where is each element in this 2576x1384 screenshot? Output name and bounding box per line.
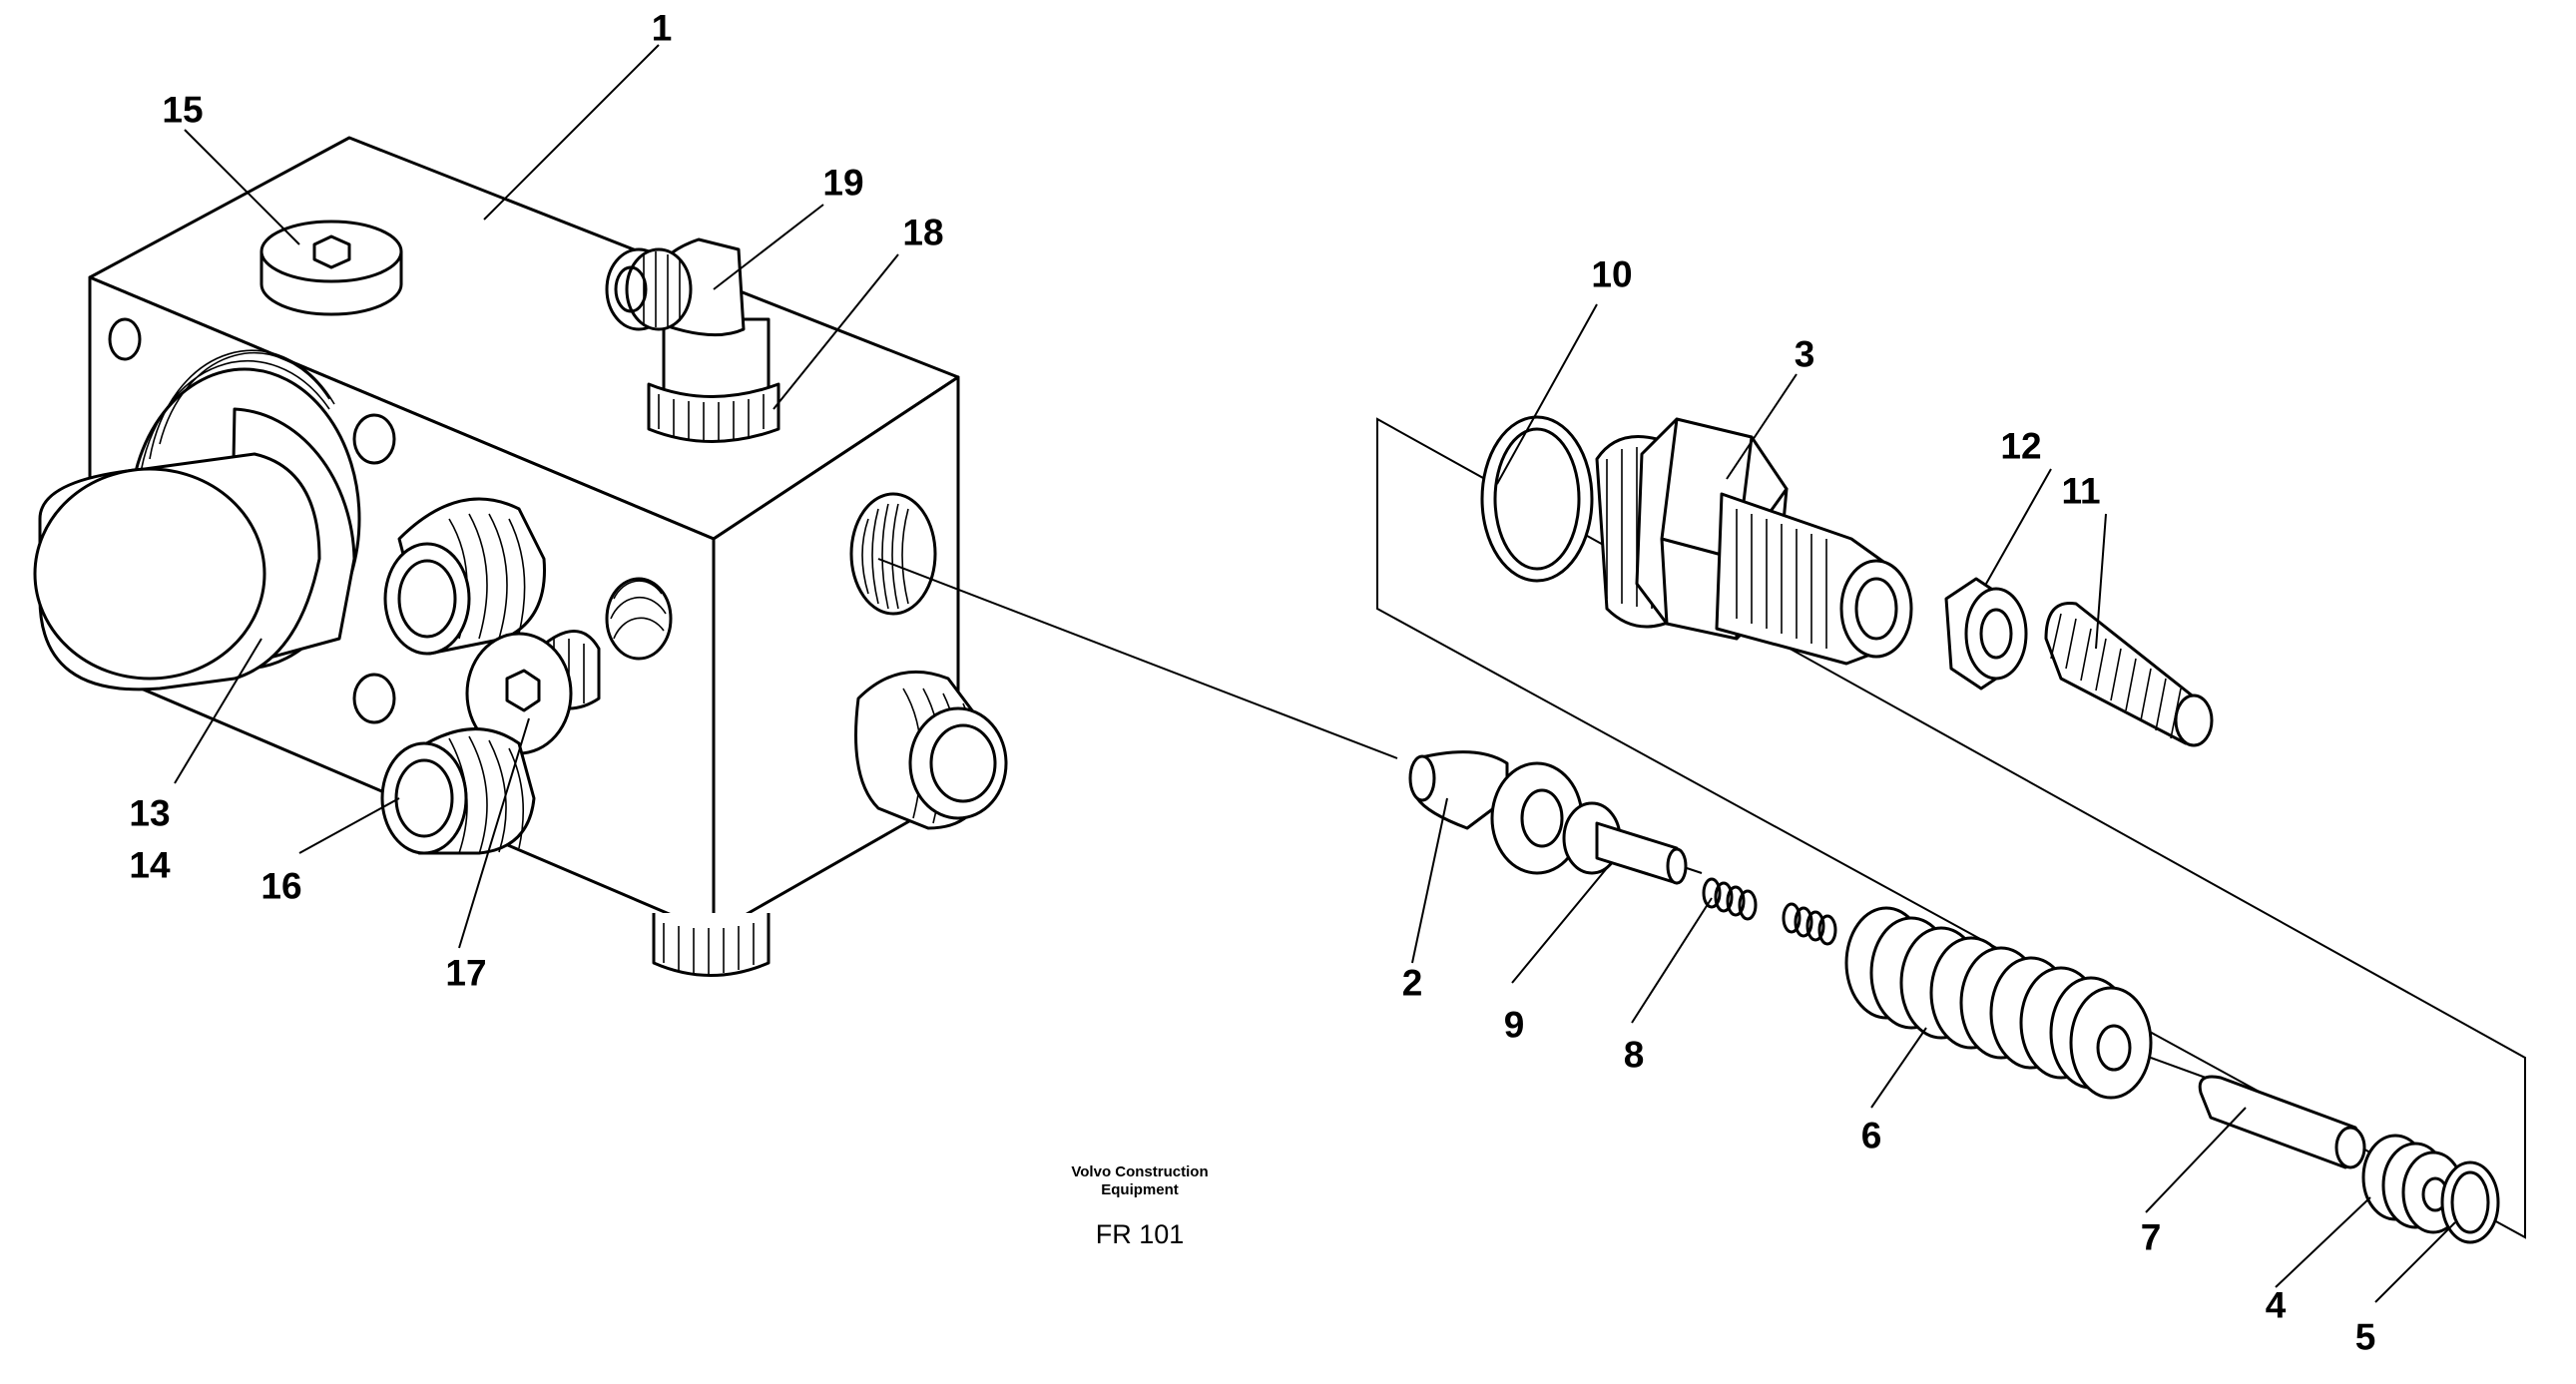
plug-15 xyxy=(259,220,403,316)
caption-line-2: Equipment xyxy=(1101,1181,1179,1198)
leader-line xyxy=(2275,1196,2371,1288)
side-port xyxy=(849,492,937,616)
bottom-fitting xyxy=(652,913,771,977)
mount-hole xyxy=(352,413,396,465)
hex-socket-icon xyxy=(505,669,541,712)
callout-15: 15 xyxy=(162,89,204,131)
leader-line xyxy=(1411,797,1448,964)
callout-14: 14 xyxy=(129,844,171,886)
callout-13: 13 xyxy=(129,792,171,834)
valve-body-3 xyxy=(1595,417,1913,666)
snap-ring-5 xyxy=(2440,1160,2500,1244)
leader-lines xyxy=(174,44,2456,1303)
pin-7 xyxy=(2198,1075,2366,1169)
callout-9: 9 xyxy=(1503,1004,1525,1046)
callout-5: 5 xyxy=(2354,1316,2376,1358)
springs-8 xyxy=(1702,877,1837,946)
callout-3: 3 xyxy=(1794,333,1815,375)
leader-line xyxy=(298,797,400,854)
leader-line xyxy=(1870,1027,1927,1109)
port-thread xyxy=(610,580,667,640)
callout-16: 16 xyxy=(260,865,302,907)
leader-line xyxy=(773,253,899,410)
leader-line xyxy=(1631,897,1713,1024)
spring-6 xyxy=(1844,906,2153,1100)
caption-line-1: Volvo Construction xyxy=(1071,1163,1209,1180)
callout-2: 2 xyxy=(1401,962,1423,1004)
bottom-fitting-thread xyxy=(663,923,755,974)
leader-line xyxy=(2374,1221,2456,1303)
nut-12 xyxy=(1944,577,2028,691)
screw-11 xyxy=(2044,601,2214,747)
callout-8: 8 xyxy=(1623,1034,1645,1076)
leader-line xyxy=(174,638,262,784)
side-fitting xyxy=(854,670,1008,830)
port-opening xyxy=(605,577,673,661)
leader-line xyxy=(1985,468,2052,585)
hex-socket-icon xyxy=(312,234,351,269)
callout-4: 4 xyxy=(2265,1284,2287,1326)
leader-line xyxy=(1496,303,1598,485)
leader-line xyxy=(184,129,300,245)
assembly-axis xyxy=(877,558,1398,759)
callout-11: 11 xyxy=(2061,470,2101,512)
callout-1: 1 xyxy=(651,7,673,49)
assembly-axis xyxy=(2150,1057,2207,1079)
callout-7: 7 xyxy=(2140,1216,2162,1258)
front-fittings xyxy=(380,497,601,855)
side-port-thread xyxy=(861,503,909,610)
callout-12: 12 xyxy=(2000,425,2042,467)
manufacturer-caption: Volvo Construction Equipment xyxy=(1071,1163,1208,1199)
callout-6: 6 xyxy=(1860,1115,1882,1156)
leader-line xyxy=(1511,867,1608,984)
leader-line xyxy=(2145,1107,2247,1213)
leader-line xyxy=(1726,373,1798,480)
poppet-2 xyxy=(1408,750,1584,875)
figure-code: FR 101 xyxy=(1095,1219,1185,1249)
ring-10 xyxy=(1480,415,1594,583)
elbow-fitting-19 xyxy=(605,237,780,443)
assembly-panel xyxy=(1376,417,2526,1239)
mount-hole xyxy=(352,673,396,724)
callout-10: 10 xyxy=(1591,253,1633,295)
cap-13-14 xyxy=(33,349,361,692)
callout-17: 17 xyxy=(445,952,487,994)
leader-line xyxy=(483,44,660,221)
callout-19: 19 xyxy=(822,162,864,204)
leader-line xyxy=(713,204,824,290)
piston-9 xyxy=(1562,801,1703,885)
leader-line xyxy=(2095,513,2107,650)
mount-hole xyxy=(108,317,142,361)
leader-line xyxy=(458,717,530,949)
callout-18: 18 xyxy=(902,212,944,253)
